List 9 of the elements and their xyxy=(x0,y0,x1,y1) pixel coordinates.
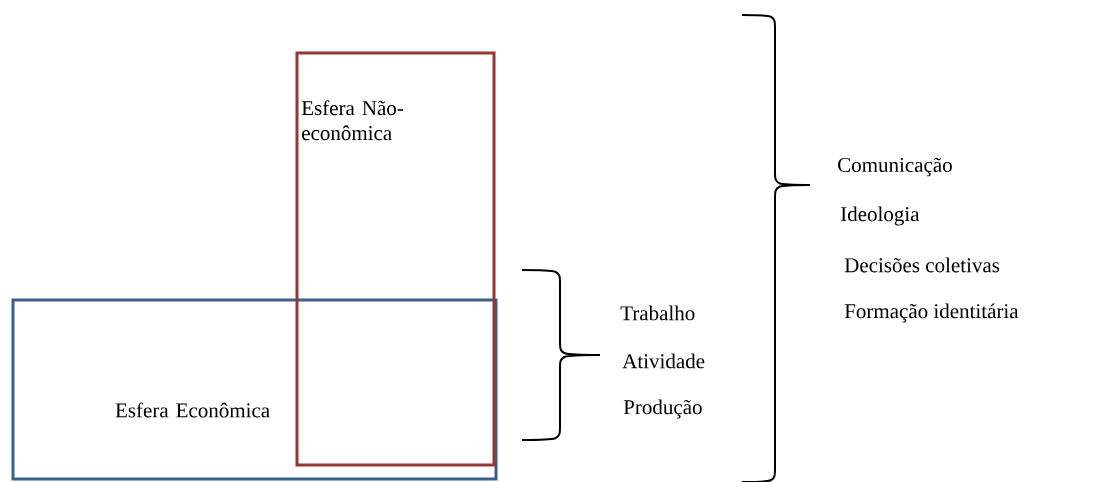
list-item: Formação identitária xyxy=(844,303,1019,323)
list-item: Trabalho xyxy=(620,305,695,321)
region-box: Esfera Econômica xyxy=(11,298,498,481)
list-item: Comunicação xyxy=(838,157,952,177)
list-item: Atividade xyxy=(622,353,705,369)
list-item: Produção xyxy=(623,399,702,419)
region-box: Esfera Não-econômica xyxy=(295,51,496,467)
list-item: Decisões coletivas xyxy=(844,257,1000,273)
list-item: Ideologia xyxy=(840,206,920,226)
